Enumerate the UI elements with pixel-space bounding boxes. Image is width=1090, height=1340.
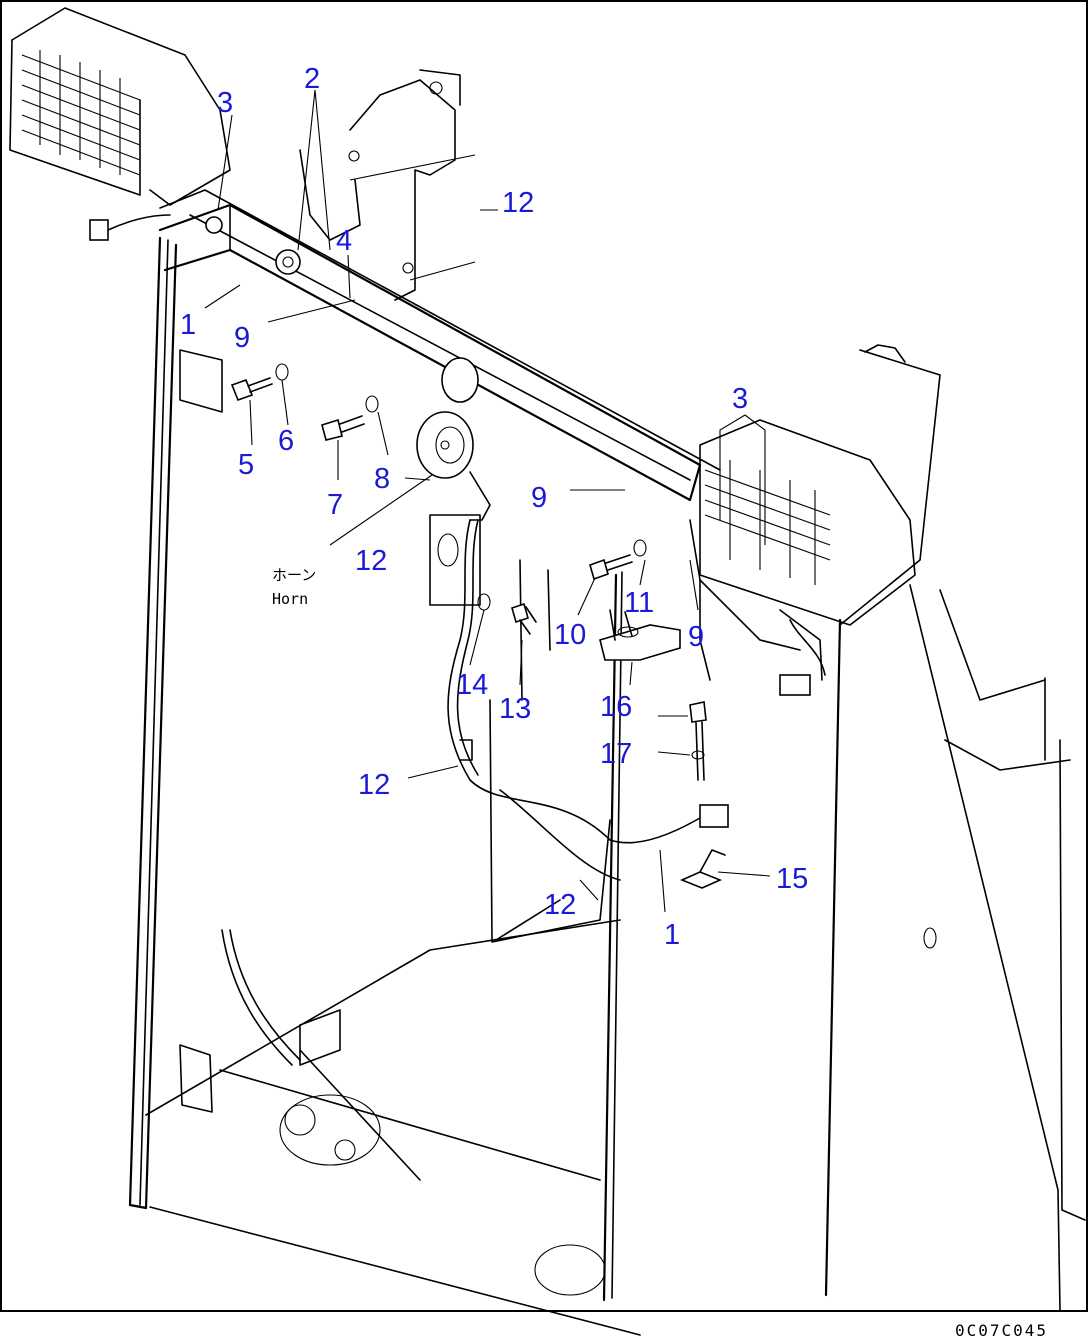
callout-6: 6 [278,425,294,457]
callouts: 2 3 12 4 1 9 5 6 7 8 3 9 12 11 10 9 14 1… [180,63,808,951]
callout-2: 2 [304,63,320,95]
callout-13: 13 [499,693,531,725]
horn-assembly [416,357,491,521]
horn-label-jp: ホーン [272,566,316,584]
callout-12-top: 12 [502,187,534,219]
cab-structure [9,7,1086,1336]
callout-3-left: 3 [217,87,233,119]
hardware [230,363,726,889]
horn-label-en: Horn [272,590,308,608]
callout-8: 8 [374,463,390,495]
callout-7: 7 [327,489,343,521]
callout-9-right: 9 [688,621,704,653]
callout-12-mid: 12 [358,769,390,801]
callout-5: 5 [238,449,254,481]
callout-3-right: 3 [732,383,748,415]
wiring-harness [89,214,826,881]
callout-14: 14 [456,669,488,701]
callout-12-horn: 12 [355,545,387,577]
leader-lines [204,89,771,913]
callout-10: 10 [554,619,586,651]
callout-1-upper: 1 [180,309,196,341]
callout-16: 16 [600,691,632,723]
callout-12-low: 12 [544,889,576,921]
callout-1-lower: 1 [664,919,680,951]
drawing-frame [0,0,1088,1312]
callout-4: 4 [336,225,352,257]
callout-9-left: 9 [234,322,250,354]
callout-9-mid: 9 [531,482,547,514]
drawing-number: 0C07C045 [955,1321,1048,1340]
callout-15: 15 [776,863,808,895]
callout-11: 11 [624,587,654,619]
callout-17: 17 [600,738,632,770]
